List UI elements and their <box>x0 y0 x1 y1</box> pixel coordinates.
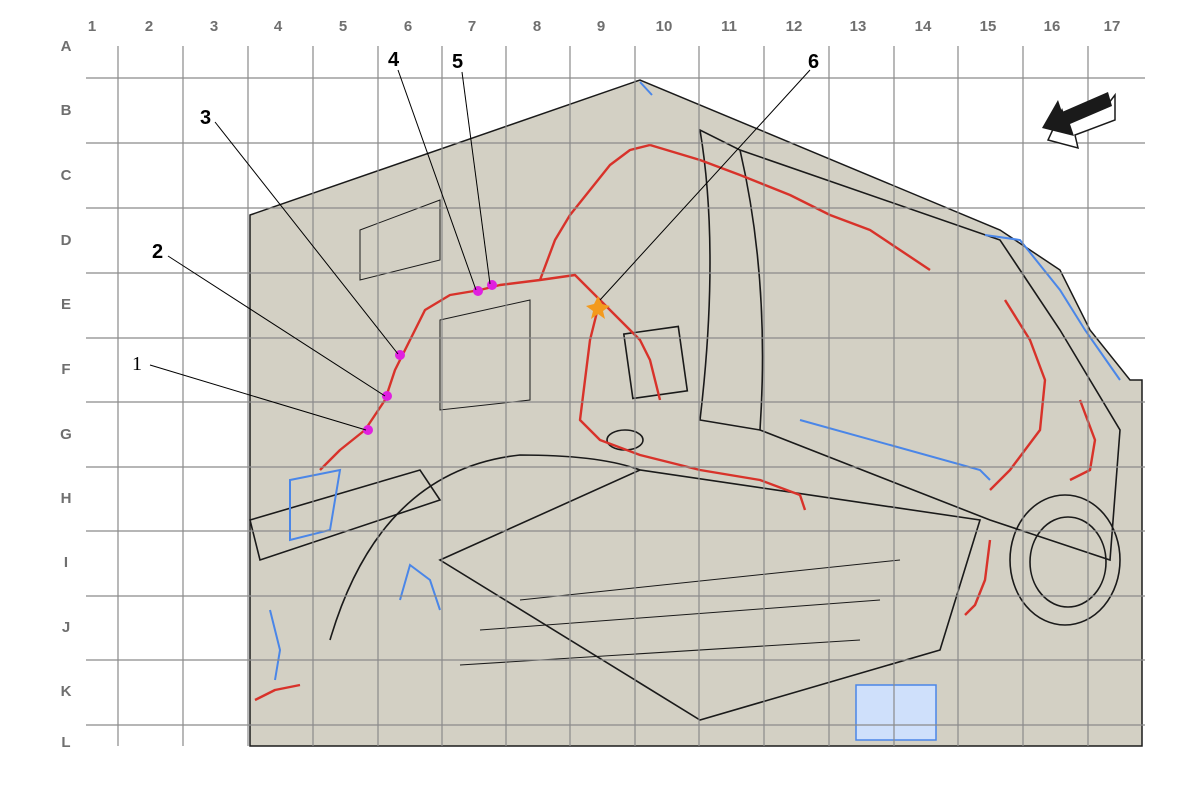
harness-up-to-roof <box>538 143 651 281</box>
grid-row-label: J <box>62 619 70 636</box>
leader-4 <box>397 69 477 291</box>
grid-column-label: 17 <box>1104 18 1121 35</box>
grid-row-label: C <box>61 167 72 184</box>
harness-spare-well <box>964 539 992 616</box>
grid-row-label: I <box>64 554 68 571</box>
body-opening-2 <box>359 199 441 281</box>
blue-top-corner <box>639 81 653 96</box>
grid-column-label: 3 <box>210 18 218 35</box>
blue-trim-left-wheel <box>399 563 441 611</box>
electronic-module <box>622 325 689 400</box>
harness-floor-run <box>578 299 807 511</box>
left-wheelhouse <box>329 454 641 641</box>
floor-rib-2 <box>479 599 881 631</box>
reference-grid <box>86 46 1145 746</box>
grid-column-label: 15 <box>980 18 997 35</box>
grid-row-label: A <box>61 38 72 55</box>
grid-column-label: 4 <box>274 18 283 35</box>
connector-5 <box>487 280 497 290</box>
harness-to-module <box>599 299 662 401</box>
c-pillar <box>698 128 764 431</box>
body-opening-1 <box>439 299 531 411</box>
cargo-floor-panel <box>438 469 982 721</box>
callout-leaders <box>149 69 811 431</box>
connector-6-star <box>586 296 610 319</box>
leader-1 <box>149 364 367 431</box>
callout-6: 6 <box>808 51 819 73</box>
connectors <box>363 280 610 435</box>
grid-row-label: B <box>61 102 72 119</box>
blue-trim-left-lower <box>269 609 282 681</box>
grid-row-label: D <box>61 232 72 249</box>
grid-column-label: 11 <box>721 18 737 35</box>
connector-2 <box>382 391 392 401</box>
callout-labels: 1 2 3 4 5 6 <box>132 49 819 375</box>
arrow-face <box>1042 92 1112 136</box>
spare-wheel-well <box>1009 494 1121 626</box>
grid-row-label: G <box>60 426 72 443</box>
grid-column-label: 12 <box>786 18 803 35</box>
harness-right-quarter <box>989 299 1047 491</box>
grid-column-label: 7 <box>468 18 476 35</box>
right-quarter-panel <box>739 149 1121 562</box>
grid-row-label: H <box>61 490 72 507</box>
harness-roof-right <box>649 143 931 271</box>
leader-5 <box>461 71 491 285</box>
grid-column-label: 14 <box>915 18 932 35</box>
harness-bottom-left <box>254 683 301 702</box>
blue-trim-right-upper <box>984 234 1121 381</box>
callout-2: 2 <box>152 241 163 263</box>
grid-column-label: 1 <box>88 18 96 35</box>
body-silhouette <box>249 79 1143 747</box>
callout-4: 4 <box>388 49 400 71</box>
spare-wheel-well-inner <box>1029 516 1107 608</box>
grid-column-label: 10 <box>656 18 673 35</box>
floor-rib-3 <box>459 639 861 666</box>
blue-components <box>269 81 1121 681</box>
callout-5: 5 <box>452 51 463 73</box>
grid-column-label: 8 <box>533 18 541 35</box>
blue-trim-floor-edge <box>799 419 991 481</box>
blue-bracket-left <box>289 468 342 542</box>
grid-row-label: K <box>61 683 72 700</box>
grid-row-label: E <box>61 296 71 313</box>
connector-3 <box>395 350 405 360</box>
grid-column-label: 13 <box>850 18 867 35</box>
grid-column-label: 2 <box>145 18 153 35</box>
grid-row-labels: A B C D E F G H I J K L <box>60 38 72 751</box>
front-direction-arrow-icon <box>1042 92 1116 150</box>
callout-1: 1 <box>132 353 142 375</box>
connector-4 <box>473 286 483 296</box>
grid-row-label: L <box>61 734 70 751</box>
grid-column-label: 6 <box>404 18 412 35</box>
callout-3: 3 <box>200 107 211 129</box>
grid-column-label: 9 <box>597 18 605 35</box>
blue-bracket-bottom <box>855 684 937 741</box>
rear-sill <box>249 469 442 562</box>
floor-rib-1 <box>519 559 901 601</box>
grid-column-label: 16 <box>1044 18 1061 35</box>
leader-6 <box>599 69 811 301</box>
grid-row-label: F <box>61 361 70 378</box>
connector-1 <box>363 425 373 435</box>
vehicle-body <box>249 79 1143 747</box>
leader-3 <box>214 121 399 355</box>
grid-column-label: 5 <box>339 18 347 35</box>
leader-2 <box>167 255 386 397</box>
